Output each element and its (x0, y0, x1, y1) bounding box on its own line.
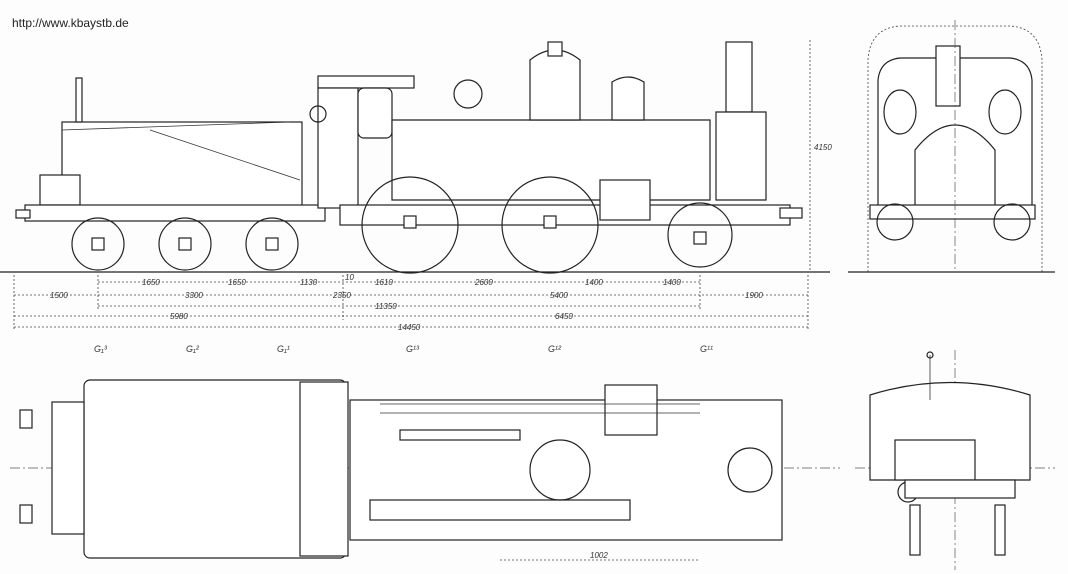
front-view (848, 20, 1055, 273)
dim-text: 14450 (398, 323, 421, 332)
watermark-url: http://www.kbaystb.de (12, 16, 129, 30)
dim-text: 10 (345, 273, 354, 282)
tender (15, 77, 326, 271)
dim-text: 6450 (555, 312, 573, 321)
axle-label: G₁¹ (277, 344, 290, 354)
dim-text: 11350 (375, 302, 397, 311)
dim-text: 5980 (170, 312, 188, 321)
axle-label: G¹³ (406, 344, 420, 354)
axle-label: G₁³ (94, 344, 108, 354)
dim-text: 1400 (585, 278, 603, 287)
dim-text: 1650 (142, 278, 160, 287)
height-dimension: 4150 (814, 143, 832, 152)
side-elevation: 4150 (0, 40, 832, 274)
dim-text: 1002 (590, 551, 608, 560)
dimension-lines: 1650 1650 1130 10 1610 2600 1400 1400 15… (13, 273, 809, 354)
dim-text: 1130 (300, 278, 318, 287)
dim-text: 1900 (745, 291, 763, 300)
dim-text: 1610 (375, 278, 393, 287)
plan-view: 1002 (10, 379, 840, 561)
axle-label: G¹¹ (700, 344, 713, 354)
dim-text: 2350 (332, 291, 351, 300)
dim-text: 2600 (474, 278, 493, 287)
axle-label: G¹² (548, 344, 562, 354)
section-view (855, 350, 1055, 570)
dim-text: 1650 (228, 278, 246, 287)
axle-label: G₁² (186, 344, 200, 354)
dim-text: 3300 (185, 291, 203, 300)
locomotive (309, 41, 803, 274)
dim-text: 1500 (50, 291, 68, 300)
dim-text: 5400 (550, 291, 568, 300)
dim-text: 1400 (663, 278, 681, 287)
